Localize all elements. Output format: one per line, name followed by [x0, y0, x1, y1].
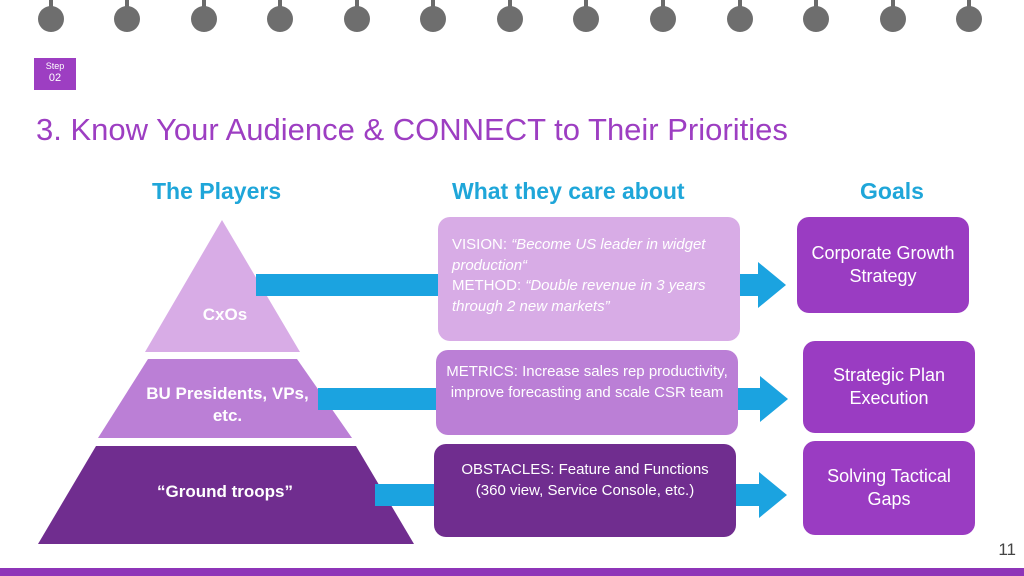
metrics-text: METRICS: Increase sales rep productivity…: [446, 363, 728, 401]
player-bu-presidents-line1: BU Presidents, VPs,: [146, 384, 309, 403]
binder-ring-icon: [650, 0, 676, 32]
binder-ring-icon: [191, 0, 217, 32]
binder-ring-icon: [956, 0, 982, 32]
goal-corporate-growth: Corporate Growth Strategy: [797, 217, 969, 313]
page-title: 3. Know Your Audience & CONNECT to Their…: [36, 112, 788, 147]
method-label: METHOD:: [452, 277, 526, 295]
goal-corporate-growth-label: Corporate Growth Strategy: [811, 242, 955, 286]
header-goals: Goals: [860, 178, 924, 204]
obstacles-text: OBSTACLES: Feature and Functions (360 vi…: [461, 461, 709, 499]
header-players: The Players: [152, 178, 282, 204]
binder-ring-icon: [114, 0, 140, 32]
step-badge: Step 02: [34, 58, 76, 90]
binder-ring-icon: [497, 0, 523, 32]
vision-label: VISION:: [452, 236, 512, 253]
binder-ring-icon: [38, 0, 64, 32]
player-cxos: CxOs: [160, 304, 290, 326]
care-box-ground: OBSTACLES: Feature and Functions (360 vi…: [434, 444, 736, 537]
bottom-bar: [0, 568, 1024, 576]
goal-strategic-plan: Strategic Plan Execution: [803, 341, 975, 433]
goal-tactical-gaps-label: Solving Tactical Gaps: [827, 465, 951, 509]
player-bu-presidents-line2: etc.: [212, 406, 243, 426]
header-what-they-care-about: What they care about: [452, 178, 685, 204]
binder-ring-icon: [803, 0, 829, 32]
care-box-bu: METRICS: Increase sales rep productivity…: [436, 350, 738, 435]
goal-tactical-gaps: Solving Tactical Gaps: [803, 441, 975, 535]
binder-ring-icon: [267, 0, 293, 32]
player-ground-troops-label: “Ground troops”: [157, 482, 293, 501]
vision-quote: “Become US leader in widget production“: [452, 236, 706, 274]
binder-ring-icon: [420, 0, 446, 32]
player-cxos-label: CxOs: [202, 305, 248, 324]
care-box-cxos: VISION: “Become US leader in widget prod…: [438, 217, 740, 341]
goal-strategic-plan-label: Strategic Plan Execution: [832, 364, 946, 408]
binder-ring-icon: [344, 0, 370, 32]
player-ground-troops: “Ground troops”: [100, 481, 350, 503]
binder-rings: [0, 0, 1024, 32]
step-number: 02: [48, 72, 62, 84]
binder-ring-icon: [880, 0, 906, 32]
binder-ring-icon: [727, 0, 753, 32]
method-quote: “Double revenue in 3 years through 2 new…: [452, 277, 706, 316]
page-number: 11: [998, 540, 1016, 559]
step-label: Step: [45, 61, 65, 71]
binder-ring-icon: [573, 0, 599, 32]
player-bu-presidents: BU Presidents, VPs, etc.: [120, 383, 335, 427]
